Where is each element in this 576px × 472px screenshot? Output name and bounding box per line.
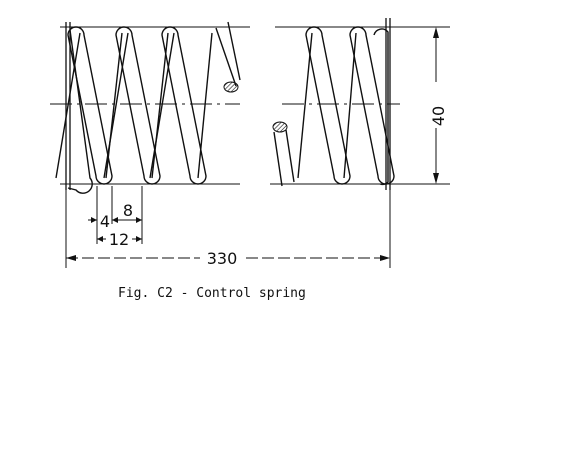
back-strand-left-1 <box>55 32 81 179</box>
dimension-40-label: 40 <box>429 106 448 126</box>
coil-right-2 <box>349 26 395 185</box>
dimension-8-label: 8 <box>123 201 133 220</box>
spring-coils-right <box>297 26 395 186</box>
rising-strand-left-2 <box>151 32 169 179</box>
coil-left-end <box>67 29 93 194</box>
dimension-pitch: 4 8 12 <box>88 186 143 249</box>
coil-left-3 <box>161 26 207 185</box>
back-strand-left-2 <box>103 32 129 179</box>
dimension-4-label: 4 <box>100 212 110 231</box>
coil-left-1 <box>67 26 113 185</box>
wire-section-right <box>272 121 295 187</box>
coil-right-end <box>373 28 389 186</box>
wire-section-left <box>215 21 241 93</box>
rising-strand-right-1 <box>297 32 313 179</box>
outline-lines <box>60 18 440 190</box>
spring-coils-left <box>55 26 213 194</box>
rising-strand-right-2 <box>343 32 357 179</box>
dimension-12-label: 12 <box>109 230 129 249</box>
figure-caption: Fig. C2 - Control spring <box>118 286 306 301</box>
dimension-outer-diameter: 40 <box>395 26 450 185</box>
coil-left-2 <box>115 26 161 185</box>
rising-strand-left-1 <box>105 32 123 179</box>
dimension-overall-length: 330 <box>65 190 391 268</box>
dimension-330-label: 330 <box>207 249 238 268</box>
rising-strand-left-3 <box>197 32 213 179</box>
coil-right-1 <box>305 26 351 185</box>
back-strand-left-3 <box>149 32 175 179</box>
